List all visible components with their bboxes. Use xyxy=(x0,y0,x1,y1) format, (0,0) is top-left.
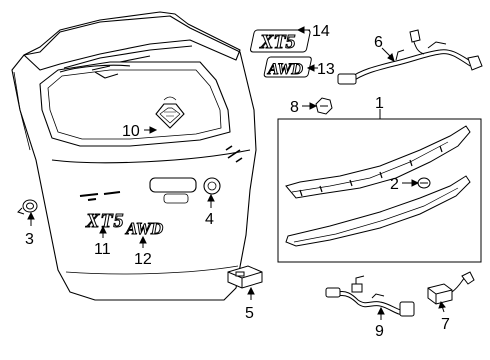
license-lamp xyxy=(227,265,263,289)
trim-assembly-box xyxy=(277,118,482,263)
callout-1: 1 xyxy=(375,95,384,112)
callout-9: 9 xyxy=(375,323,384,340)
svg-text:XT5: XT5 xyxy=(259,31,296,53)
callout-3: 3 xyxy=(25,231,34,248)
liftgate-outline xyxy=(11,15,257,301)
callout-6: 6 xyxy=(374,34,383,51)
lower-trim-detail xyxy=(293,187,459,243)
callout-2: 2 xyxy=(390,176,399,193)
liftgate-assembly xyxy=(11,11,257,301)
spoiler-detail xyxy=(63,45,193,71)
badge-13: AWD xyxy=(263,56,312,79)
callout-12: 12 xyxy=(134,251,152,268)
wiper-mount xyxy=(59,64,131,79)
tail-lamp-slots-left xyxy=(79,191,121,201)
camera-button-inner xyxy=(207,181,217,191)
rear-glass xyxy=(39,61,231,147)
callout-labels: 1 2 3 4 5 6 7 8 9 10 11 12 13 14 xyxy=(25,23,450,340)
camera-button xyxy=(203,177,221,195)
callout-8: 8 xyxy=(290,99,299,116)
retainer-clip xyxy=(315,97,333,115)
upper-trim-clips xyxy=(299,145,443,197)
callout-4: 4 xyxy=(205,211,214,228)
wiring-harness-upper xyxy=(337,29,483,85)
camera-harness xyxy=(325,275,415,317)
washer-nozzle xyxy=(17,199,38,215)
svg-text:AWD: AWD xyxy=(267,61,303,78)
body-crease xyxy=(51,149,251,164)
plate-pocket xyxy=(149,177,197,193)
callout-7: 7 xyxy=(441,316,450,333)
badge-14: XT5 xyxy=(250,29,311,54)
upper-trim-detail xyxy=(291,141,449,193)
callout-14: 14 xyxy=(312,23,330,40)
leader-lines xyxy=(27,26,446,320)
callout-11: 11 xyxy=(94,241,111,258)
pigtail-connector xyxy=(427,271,475,305)
lower-trim-molding xyxy=(285,175,471,247)
gate-side-left xyxy=(13,71,31,151)
cadillac-emblem xyxy=(155,96,185,129)
spoiler xyxy=(23,11,241,71)
upper-trim-molding xyxy=(285,125,471,199)
rear-glass-inner xyxy=(47,69,222,140)
trim-grommet xyxy=(417,177,431,189)
callout-5: 5 xyxy=(245,305,254,322)
gate-model-emblem: XT5 xyxy=(85,210,125,232)
gate-emblems: XT5 AWD xyxy=(85,210,164,239)
callout-13: 13 xyxy=(317,61,335,78)
gate-drive-emblem: AWD xyxy=(125,219,163,238)
plate-pocket-inner xyxy=(163,193,189,204)
lower-crease xyxy=(65,265,239,275)
callout-10: 10 xyxy=(122,123,140,140)
tail-lamp-slots-right xyxy=(225,145,243,163)
